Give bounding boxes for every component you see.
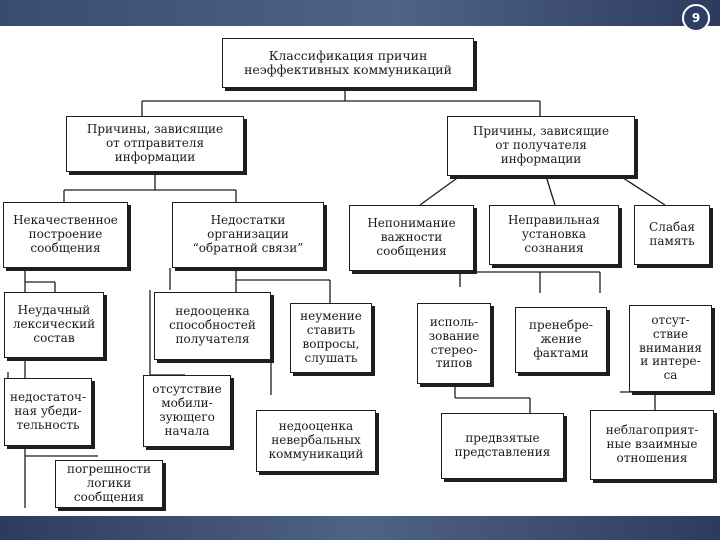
page-number-badge: 9	[682, 4, 710, 32]
poor-message-construction: Некачественное построение сообщения	[3, 202, 128, 268]
using-stereotypes: исполь- зование стерео- типов	[417, 303, 491, 384]
sender-causes-group: Причины, зависящие от отправителя информ…	[66, 116, 244, 172]
ignoring-facts: пренебре- жение фактами	[515, 307, 607, 373]
poor-vocabulary: Неудачный лексический состав	[4, 292, 104, 358]
insufficient-persuasiveness: недостаточ- ная убеди- тельность	[4, 378, 92, 446]
feedback-organization-flaws: Недостатки организации “обратной связи”	[172, 202, 324, 268]
underestimating-nonverbal: недооценка невербальных коммуникаций	[256, 410, 376, 472]
diagram-title: Классификация причин неэффективных комму…	[222, 38, 474, 88]
logic-errors: погрешности логики сообщения	[55, 460, 163, 508]
cannot-ask-listen: неумение ставить вопросы, слушать	[290, 303, 372, 373]
underestimating-receiver: недооценка способностей получателя	[154, 292, 271, 360]
slide-top-bar	[0, 0, 720, 26]
lack-of-attention: отсут- ствие внимания и интере- са	[629, 305, 712, 392]
slide-bottom-bar	[0, 516, 720, 540]
prejudices: предвзятые представления	[441, 413, 564, 479]
wrong-mindset: Неправильная установка сознания	[489, 205, 619, 265]
receiver-causes-group: Причины, зависящие от получателя информа…	[447, 116, 635, 176]
misunderstanding-importance: Непонимание важности сообщения	[349, 205, 474, 271]
weak-memory: Слабая память	[634, 205, 710, 265]
no-mobilizing-start: отсутствие мобили- зующего начала	[143, 375, 231, 447]
unfavorable-relations: неблагоприят- ные взаимные отношения	[590, 410, 714, 480]
